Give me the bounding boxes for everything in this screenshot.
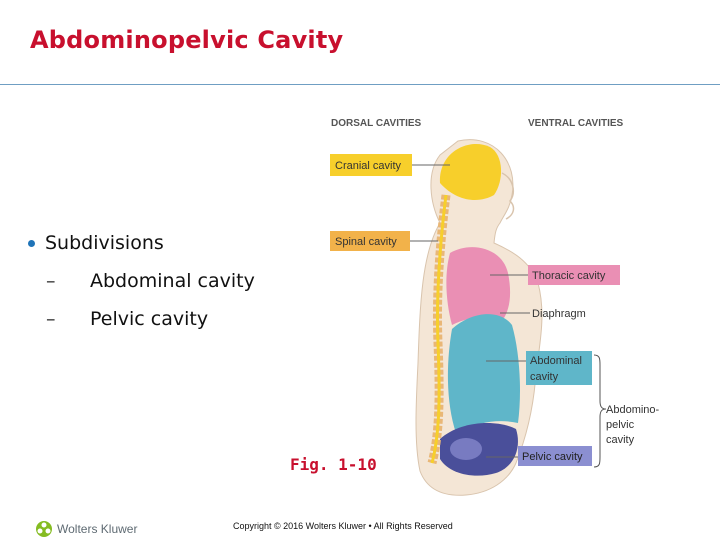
sub-bullet-abdominal: – Abdominal cavity: [28, 270, 255, 292]
title-divider: [0, 84, 720, 85]
sub-bullet-pelvic: – Pelvic cavity: [28, 308, 255, 330]
pelvic-label: Pelvic cavity: [522, 451, 583, 463]
spinal-cord: [430, 194, 448, 464]
slide-title: Abdominopelvic Cavity: [30, 26, 344, 54]
bullet-text: Subdivisions: [45, 232, 164, 254]
abdominopelvic-label-line2: pelvic: [606, 419, 635, 431]
sub-bullet-text: Pelvic cavity: [90, 308, 209, 330]
spinal-label: Spinal cavity: [335, 236, 397, 248]
sub-bullet-text: Abdominal cavity: [90, 270, 255, 292]
bullet-dot-icon: [28, 239, 35, 247]
spinal-label-box: [330, 231, 410, 251]
copyright-text: Copyright © 2016 Wolters Kluwer • All Ri…: [233, 521, 453, 531]
cranial-cavity-shape: [439, 144, 502, 200]
bullet-list: Subdivisions – Abdominal cavity – Pelvic…: [28, 232, 255, 330]
face-profile: [501, 172, 515, 220]
ventral-cavities-header: VENTRAL CAVITIES: [528, 118, 624, 129]
abdominopelvic-label-line1: Abdomino-: [606, 404, 660, 416]
abdominal-label-line2: cavity: [530, 371, 559, 383]
abdominal-label-box: [526, 351, 592, 385]
dorsal-cavities-header: DORSAL CAVITIES: [331, 118, 422, 129]
cranial-label-box: [330, 154, 412, 176]
cranial-label: Cranial cavity: [335, 160, 402, 172]
diaphragm-label: Diaphragm: [532, 308, 586, 320]
bullet-item-subdivisions: Subdivisions: [28, 232, 255, 254]
publisher-logo: Wolters Kluwer: [35, 520, 137, 538]
wolters-kluwer-logo-icon: [36, 521, 52, 537]
abdominal-label-line1: Abdominal: [530, 355, 582, 367]
abdominopelvic-label-line3: cavity: [606, 434, 635, 446]
thoracic-cavity-shape: [446, 247, 511, 325]
abdominopelvic-bracket: [593, 354, 607, 468]
body-cavities-figure: DORSAL CAVITIES VENTRAL CAVITIES Cranial…: [330, 118, 660, 496]
figure-caption: Fig. 1-10: [290, 455, 377, 474]
sub-bullet-dash: –: [46, 308, 56, 330]
thoracic-label: Thoracic cavity: [532, 270, 606, 282]
thoracic-label-box: [528, 265, 620, 285]
pelvic-label-box: [518, 446, 592, 466]
logo-text: Wolters Kluwer: [57, 522, 138, 536]
sub-bullet-dash: –: [46, 270, 56, 292]
abdominal-cavity-shape: [447, 314, 520, 433]
pelvic-bone-shape: [450, 438, 482, 460]
